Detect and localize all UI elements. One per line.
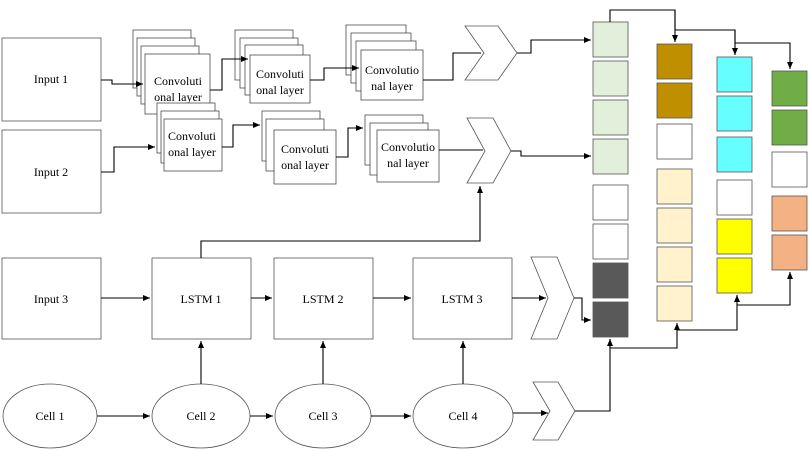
col1-cell-5 (592, 184, 629, 221)
conv-row1-layer3-line1: Convolutio (365, 63, 419, 77)
conv-row2-layer2-line1: Convoluti (281, 142, 330, 156)
conv-row2-layer2-line2: onal layer (281, 158, 329, 172)
conv-row2-layer1-line1: Convoluti (168, 129, 217, 143)
col2-cell-2 (656, 82, 693, 119)
col2-cell-4 (656, 168, 693, 205)
cell-2-ellipse: Cell 2 (151, 383, 251, 449)
feature-column-3 (716, 56, 753, 294)
conv-row2-layer3-line1: Convolutio (381, 140, 435, 154)
lstm-3-label: LSTM 3 (441, 292, 482, 306)
arrow-input2-to-conv1 (101, 144, 155, 173)
input-1-box: Input 1 (1, 37, 102, 122)
conv-row1-layer1-line1: Convoluti (154, 74, 203, 88)
input-2-label: Input 2 (34, 165, 68, 179)
col4-cell-4 (771, 195, 808, 232)
arrow-chevron1-to-col1 (517, 37, 591, 54)
input-1-label: Input 1 (34, 72, 68, 86)
chevron-lstm (530, 256, 575, 340)
col4-cell-2 (771, 109, 808, 146)
col3-cell-2 (716, 95, 753, 132)
lstm-2-box: LSTM 2 (273, 257, 374, 340)
lstm-1-label: LSTM 1 (180, 292, 221, 306)
connectors (97, 9, 793, 419)
col3-cell-4 (716, 179, 753, 216)
conv-row1-layer3: Convolutio nal layer (345, 24, 424, 101)
col1-cell-2 (592, 60, 629, 97)
input-3-box: Input 3 (1, 257, 102, 340)
col2-cell-6 (656, 246, 693, 283)
feature-column-2 (656, 43, 693, 322)
cell-3-ellipse: Cell 3 (274, 383, 372, 449)
chevron-cell (532, 381, 576, 441)
col2-cell-1 (656, 43, 693, 80)
feature-column-1 (592, 21, 629, 338)
arrow-chevron-lstm-to-col1 (574, 297, 591, 323)
col1-cell-7 (592, 262, 629, 299)
arrow-chevron2-to-col1 (511, 150, 591, 159)
line-conv3-to-chevron1 (423, 52, 481, 81)
col4-cell-5 (771, 234, 808, 271)
conv-row2-layer1-line2: onal layer (168, 145, 216, 159)
conv-row1-layer3-line2: nal layer (371, 79, 413, 93)
conv-row1-layer1: Convoluti onal layer (132, 29, 211, 115)
feature-column-4 (771, 70, 808, 271)
arrow-col3-to-col4-bottom (737, 272, 793, 306)
col4-cell-3 (771, 151, 808, 188)
arrow-conv2-to-conv3-row2 (336, 125, 363, 158)
col3-cell-5 (716, 218, 753, 255)
col2-cell-7 (656, 285, 693, 322)
arrow-conv1-to-conv2 (210, 56, 248, 91)
col1-cell-4 (592, 138, 629, 175)
lstm-3-box: LSTM 3 (412, 257, 513, 340)
arrow-col3-to-col4-top (734, 30, 793, 69)
col3-cell-3 (716, 136, 753, 173)
input-3-label: Input 3 (34, 292, 68, 306)
conv-row1-layer2: Convoluti onal layer (234, 29, 311, 104)
cell-1-label: Cell 1 (36, 409, 65, 423)
conv-row2-layer2: Convoluti onal layer (261, 110, 337, 185)
col2-cell-3 (656, 123, 693, 160)
cell-3-label: Cell 3 (309, 409, 338, 423)
col4-cell-1 (771, 70, 808, 107)
col1-cell-1 (592, 21, 629, 58)
col1-cell-6 (592, 223, 629, 260)
cell-4-ellipse: Cell 4 (412, 383, 514, 449)
arrow-col1-to-col2-bottom (609, 323, 680, 349)
arrow-lstm-to-chevron2 (200, 186, 483, 258)
conv-row1-layer1-line2: onal layer (154, 90, 202, 104)
arrow-chevron-cell-to-col1 (575, 339, 613, 412)
col1-cell-8 (592, 301, 629, 338)
input-2-box: Input 2 (1, 129, 102, 214)
chevron-conv-row2 (466, 117, 512, 184)
conv-row2-layer3: Convolutio nal layer (364, 114, 440, 183)
col3-cell-1 (716, 56, 753, 93)
col1-cell-3 (592, 99, 629, 136)
col3-cell-6 (716, 257, 753, 294)
arrow-conv2-to-conv3 (310, 65, 359, 81)
arrow-col2-to-col3-bottom (677, 295, 740, 331)
conv-row2-layer3-line2: nal layer (387, 156, 429, 170)
col2-cell-5 (656, 207, 693, 244)
arrow-input1-to-conv1 (101, 79, 143, 87)
conv-row1-layer2-line1: Convoluti (256, 67, 305, 81)
cell-1-ellipse: Cell 1 (2, 383, 98, 449)
arrow-conv1-to-conv2-row2 (222, 122, 260, 148)
chevron-conv-row1 (464, 25, 518, 81)
conv-row1-layer2-line2: onal layer (256, 83, 304, 97)
cell-2-label: Cell 2 (187, 409, 216, 423)
lstm-1-box: LSTM 1 (151, 257, 252, 340)
cell-4-label: Cell 4 (449, 409, 478, 423)
lstm-2-label: LSTM 2 (302, 292, 343, 306)
conv-row2-layer1: Convoluti onal layer (156, 102, 223, 172)
